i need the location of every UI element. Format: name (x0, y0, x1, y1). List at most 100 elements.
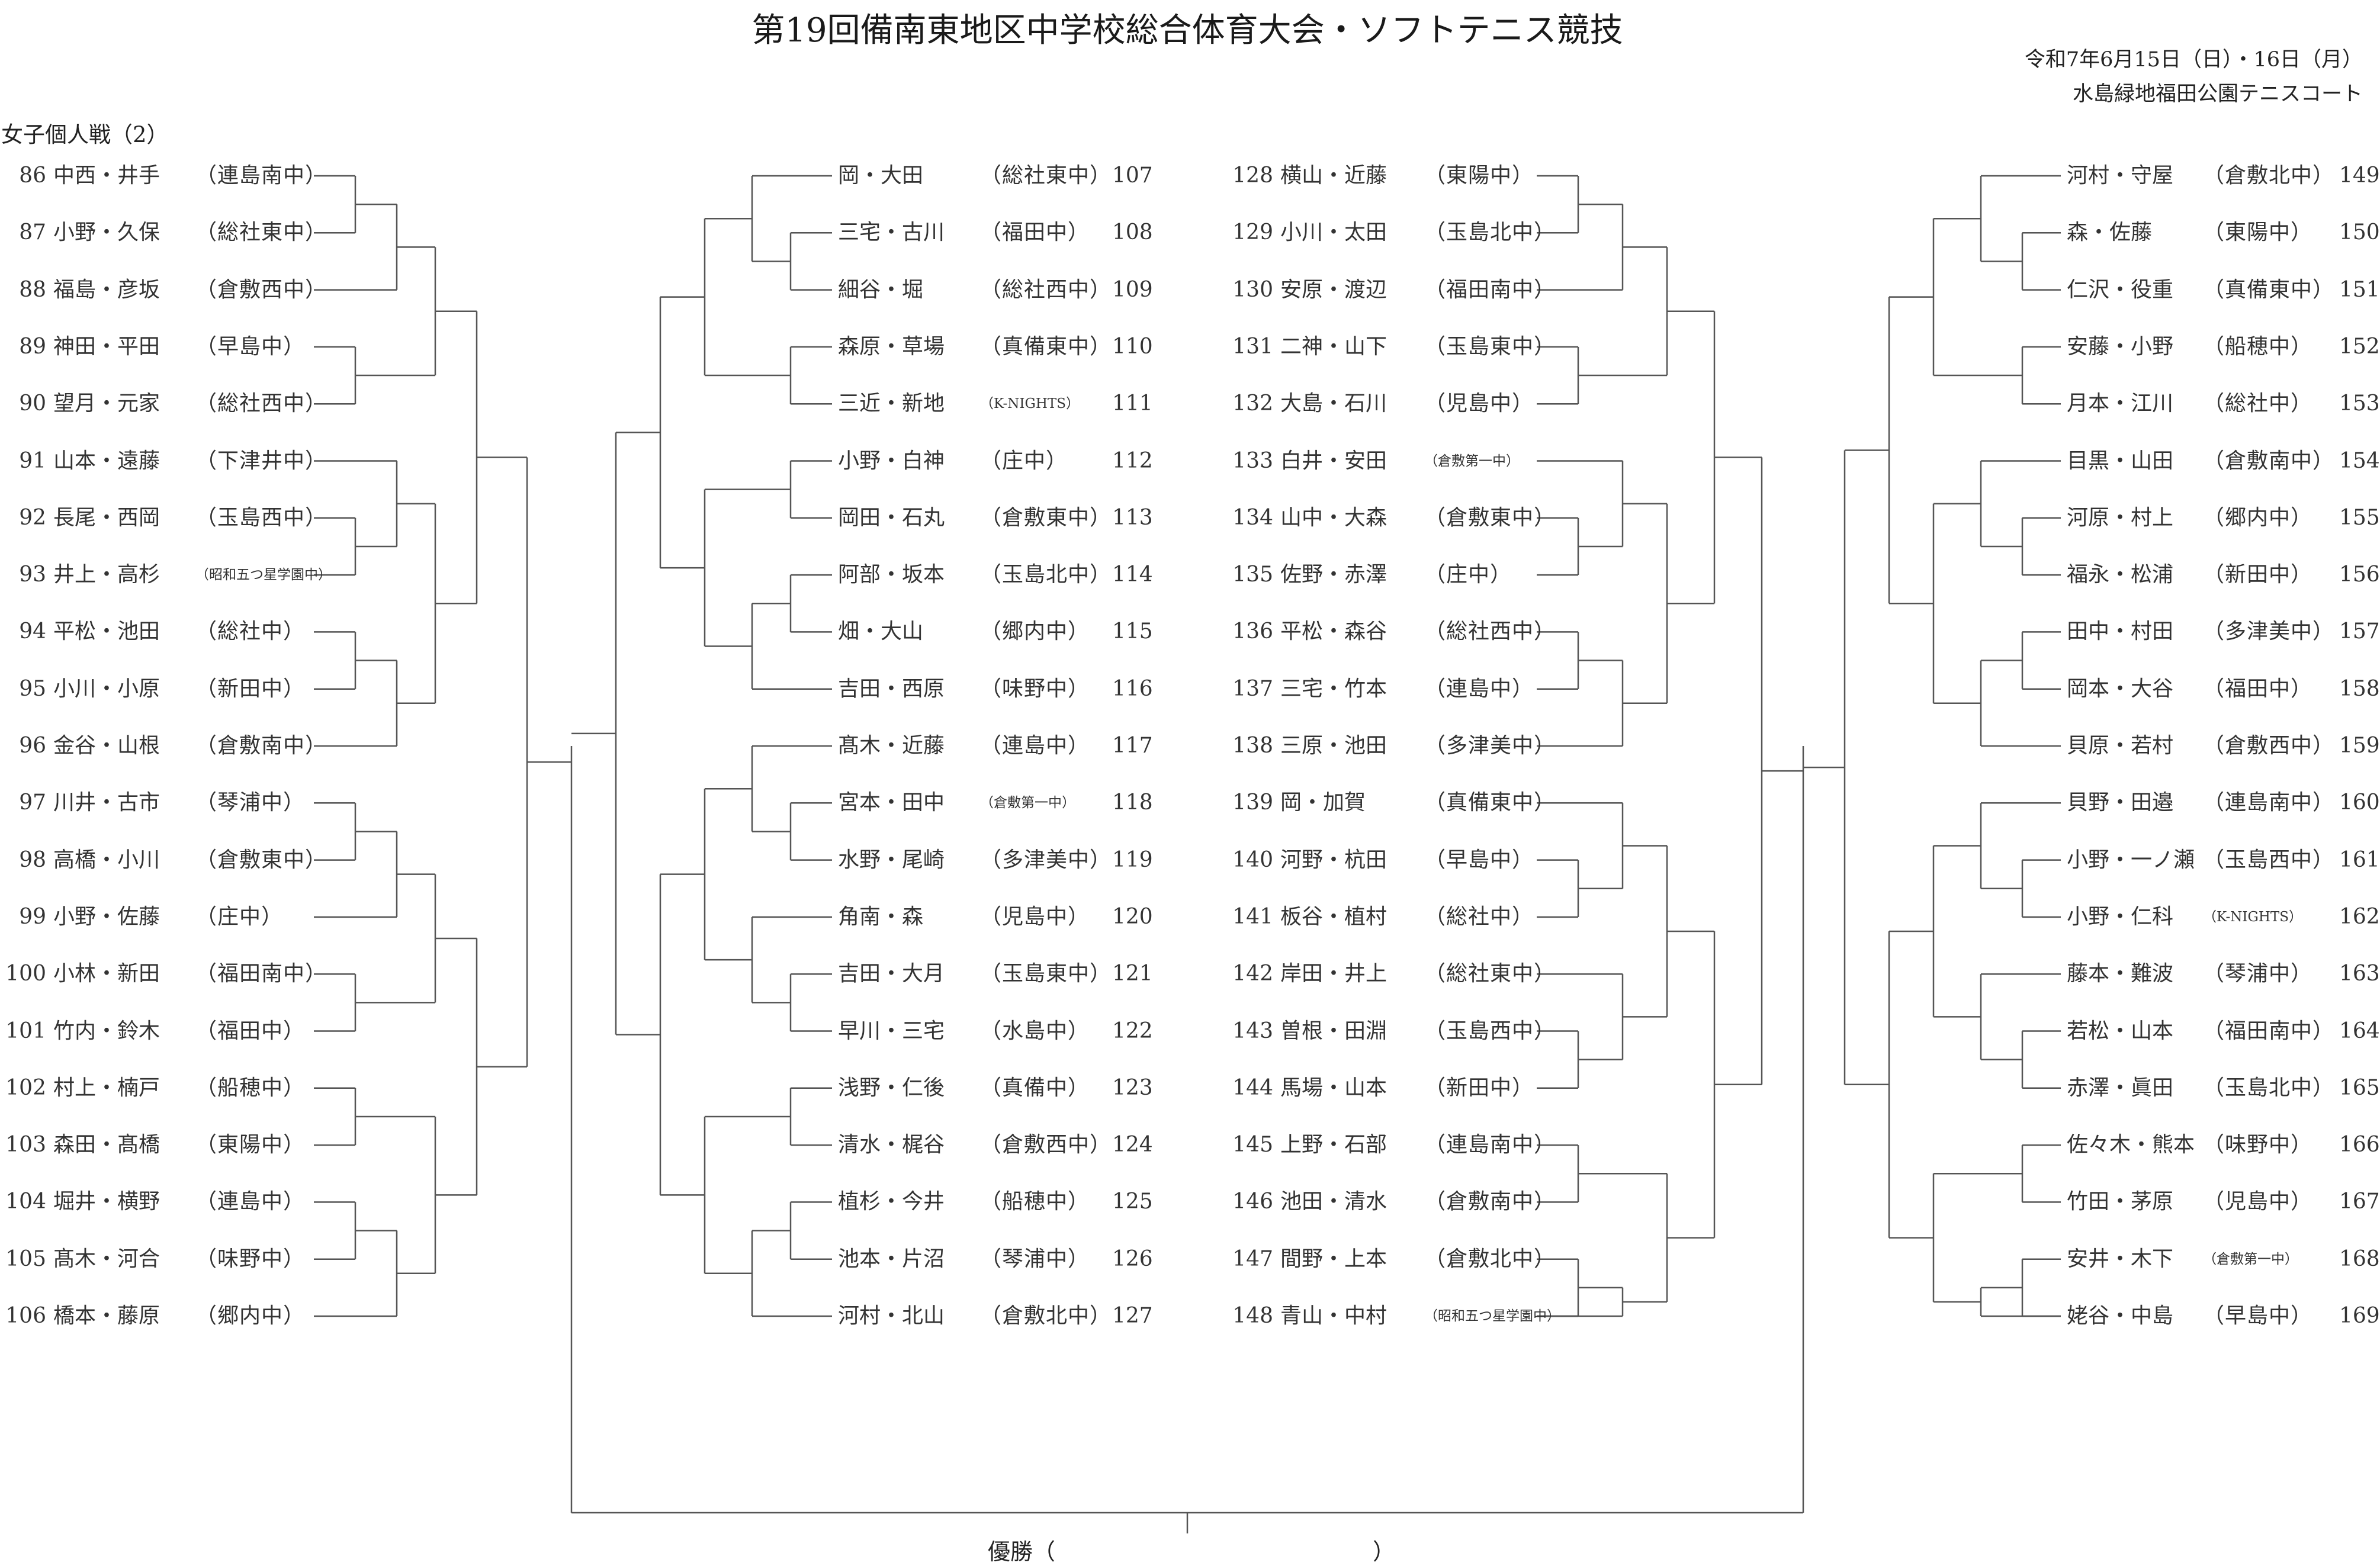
entry-players: 堀井・横野 (53, 1189, 160, 1214)
entry-number: 110 (1112, 334, 1153, 359)
entry-school: （早島中） (195, 334, 306, 359)
entry-players: 若松・山本 (2067, 1018, 2174, 1043)
entry-school: （郷内中） (2203, 505, 2313, 530)
entry-school: （郷内中） (195, 1304, 306, 1328)
entry-school: （倉敷東中） (1424, 505, 1556, 530)
entry-number: 117 (1112, 734, 1153, 758)
entry-school: （真備東中） (1424, 790, 1556, 815)
entry-players: 山中・大森 (1280, 505, 1387, 530)
entry-school: （新田中） (1424, 1075, 1534, 1100)
entry-number: 143 (1232, 1018, 1273, 1043)
entry-school: （庄中） (1424, 562, 1512, 587)
entry-school: （児島中） (1424, 391, 1534, 416)
entry-school: （東陽中） (1424, 163, 1534, 188)
entry-school: （庄中） (980, 448, 1068, 473)
entry-players: 仁沢・役重 (2067, 277, 2174, 302)
entry-number: 134 (1232, 505, 1273, 530)
entry-number: 148 (1232, 1304, 1273, 1328)
entry-number: 151 (2339, 277, 2380, 302)
entry-number: 139 (1232, 790, 1273, 815)
entry-number: 158 (2339, 676, 2380, 701)
entry-players: 目黒・山田 (2067, 448, 2174, 473)
entry-players: 藤本・難波 (2067, 962, 2174, 986)
entry-school: （総社東中） (195, 220, 327, 245)
entry-players: 池田・清水 (1280, 1189, 1387, 1214)
entry-players: 角南・森 (838, 904, 924, 929)
entry-school: （連島南中） (2203, 790, 2335, 815)
entry-players: 佐々木・熊本 (2067, 1133, 2195, 1157)
entry-players: 森・佐藤 (2067, 220, 2153, 245)
entry-school: （新田中） (2203, 562, 2313, 587)
entry-school: （味野中） (2203, 1133, 2313, 1157)
entry-school: （琴浦中） (2203, 962, 2313, 986)
entry-number: 119 (1112, 847, 1153, 872)
event-category-label: 女子個人戦（2） (1, 122, 169, 147)
entry-school: （児島中） (2203, 1189, 2313, 1214)
entry-school: （福田南中） (2203, 1018, 2335, 1043)
entry-number: 150 (2339, 220, 2380, 245)
entry-school: （倉敷北中） (980, 1304, 1112, 1328)
entry-players: 白井・安田 (1280, 448, 1387, 473)
entry-number: 88 (19, 277, 46, 302)
entry-players: 小野・白神 (838, 448, 945, 473)
entry-players: 河村・北山 (838, 1304, 945, 1328)
entry-players: 平松・池田 (53, 619, 160, 644)
entry-players: 中西・井手 (53, 163, 160, 188)
entry-number: 166 (2339, 1133, 2380, 1157)
entry-number: 155 (2339, 505, 2380, 530)
entry-players: 畑・大山 (838, 619, 924, 644)
entry-school: （庄中） (195, 904, 284, 929)
winner-label: 優勝（ (988, 1539, 1056, 1565)
entry-players: 髙木・近藤 (838, 734, 945, 758)
entry-players: 金谷・山根 (53, 734, 160, 758)
entry-number: 94 (19, 619, 46, 644)
entry-players: 小川・太田 (1280, 220, 1387, 245)
entry-number: 86 (19, 163, 46, 188)
entry-number: 97 (19, 790, 46, 815)
entry-number: 101 (5, 1018, 46, 1043)
entry-school: （船穂中） (980, 1189, 1090, 1214)
entry-players: 安原・渡辺 (1280, 277, 1387, 302)
entry-school: （船穂中） (195, 1075, 306, 1100)
entry-school: （倉敷南中） (195, 734, 327, 758)
entry-school: （連島南中） (195, 163, 327, 188)
entry-school: （K-NIGHTS） (980, 396, 1080, 412)
entry-number: 161 (2339, 847, 2380, 872)
entry-number: 130 (1232, 277, 1273, 302)
entry-players: 清水・梶谷 (838, 1133, 945, 1157)
entry-school: （真備東中） (980, 334, 1112, 359)
entry-players: 河原・村上 (2067, 505, 2174, 530)
entry-number: 118 (1112, 790, 1153, 815)
entry-number: 114 (1112, 562, 1153, 587)
entry-school: （倉敷第一中） (980, 795, 1075, 811)
entry-school: （倉敷南中） (1424, 1189, 1556, 1214)
entry-number: 105 (5, 1246, 46, 1271)
entry-school: （倉敷東中） (980, 505, 1112, 530)
